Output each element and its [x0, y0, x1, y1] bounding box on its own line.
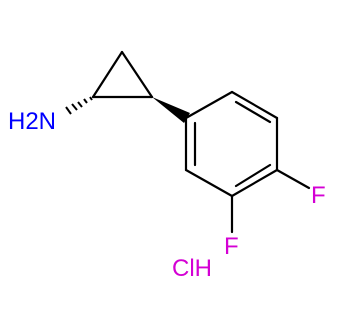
amine-label: H2N: [8, 108, 56, 135]
ring-bond-2: [230, 90, 279, 120]
cyclopropane-bond-top-left: [91, 50, 124, 99]
cyclopropane-bond-top-right: [120, 50, 154, 99]
salt-label: ClH: [172, 255, 212, 282]
ring-bond-2-inner: [234, 100, 272, 124]
bonds: [91, 50, 311, 234]
ring-bond-5: [184, 168, 234, 198]
ring-bond-4-inner: [234, 163, 272, 188]
fluorine-label-meta: F: [224, 233, 239, 260]
fluorine-label-para: F: [311, 182, 326, 209]
c-f-bond-para: [275, 168, 311, 190]
hashed-bond: [65, 96, 93, 115]
ring-bond-1: [184, 90, 234, 120]
ring-bond-4: [230, 168, 279, 198]
wedge-bond: [152, 97, 190, 123]
